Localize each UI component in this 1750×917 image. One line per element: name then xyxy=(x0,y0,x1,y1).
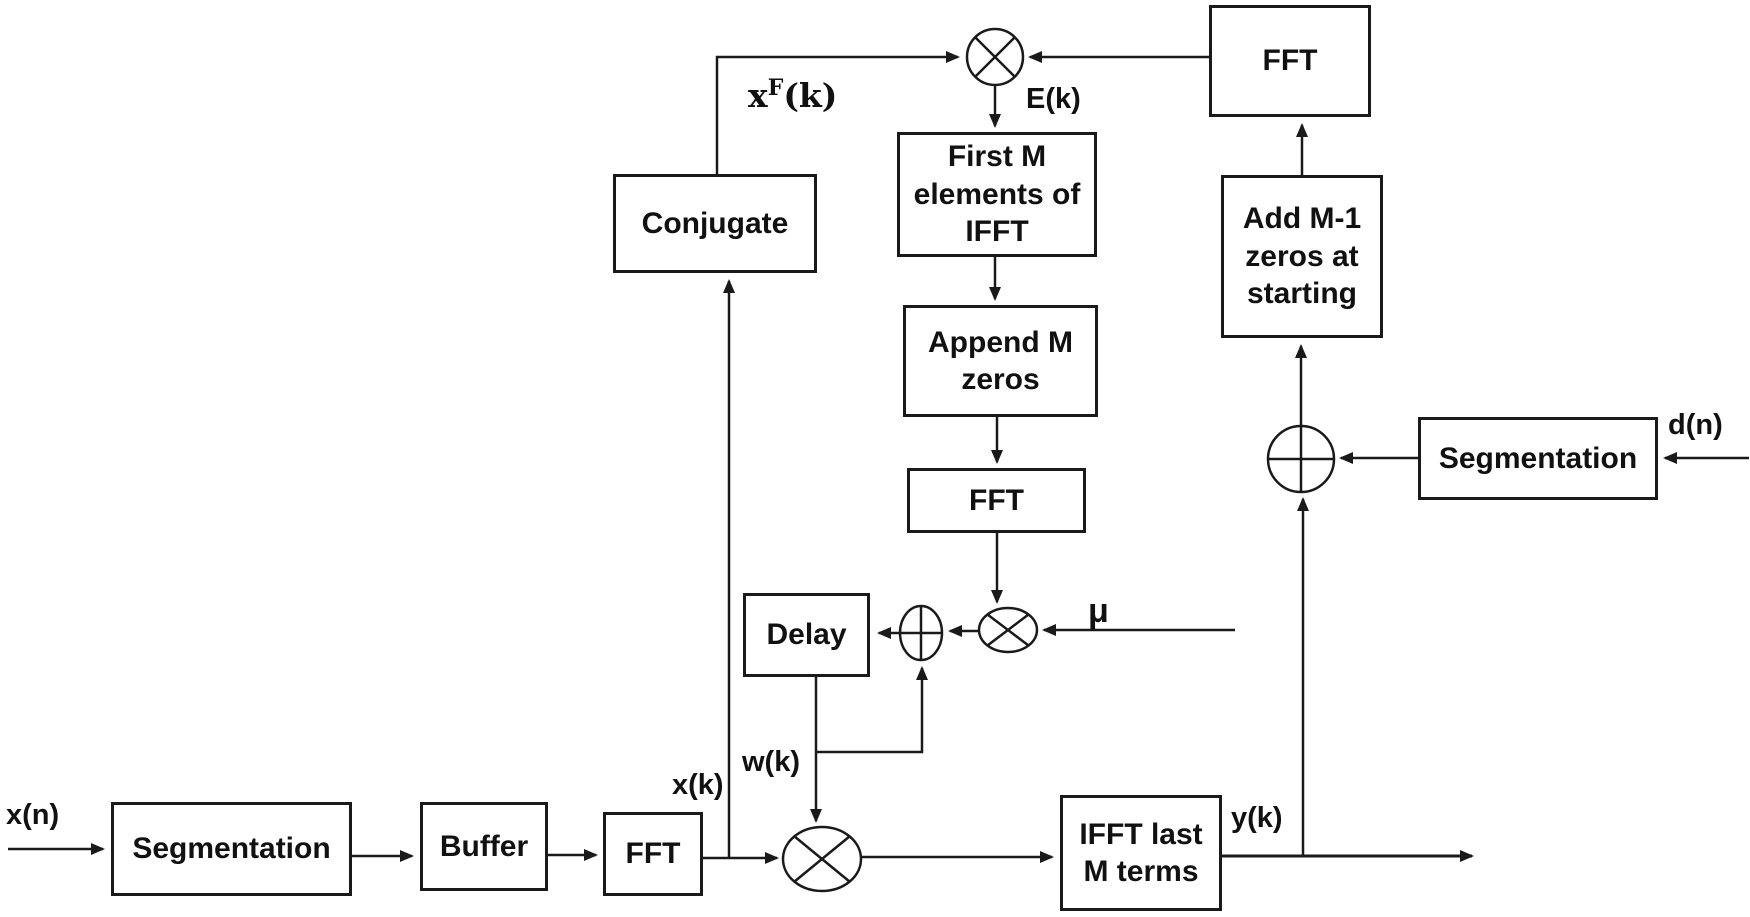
wire-conjugate-to-top-multiplier xyxy=(715,51,960,174)
block-delay: Delay xyxy=(743,593,870,677)
block-label: Append M zeros xyxy=(928,325,1073,397)
signal-label-yk: y(k) xyxy=(1231,802,1283,834)
block-label: Segmentation xyxy=(132,832,331,866)
block-fft-gradient: FFT xyxy=(907,468,1086,533)
signal-label-xn: x(n) xyxy=(6,799,60,831)
signal-label-wk: w(k) xyxy=(742,746,800,778)
signal-label-xk: x(k) xyxy=(672,769,724,801)
signal-label-ek: E(k) xyxy=(1026,83,1081,115)
block-segmentation-desired: Segmentation xyxy=(1418,417,1658,500)
filter-multiplier-icon xyxy=(781,825,863,893)
weight-update-adder-icon xyxy=(898,604,944,662)
gradient-multiplier-icon xyxy=(977,606,1039,654)
signal-label-dn: d(n) xyxy=(1668,409,1723,441)
block-add-m1-zeros: Add M-1 zeros at starting xyxy=(1221,175,1383,338)
block-label: Add M-1 zeros at starting xyxy=(1242,202,1362,311)
signal-label-xfk: xF(k) xyxy=(748,76,837,115)
block-label: Segmentation xyxy=(1438,441,1638,475)
block-label: Conjugate xyxy=(641,206,789,240)
block-label: Delay xyxy=(766,618,847,652)
block-fft-error: FFT xyxy=(1209,5,1371,117)
error-adder-icon xyxy=(1266,424,1336,494)
signal-label-mu: μ xyxy=(1088,592,1109,630)
block-label: Buffer xyxy=(439,829,529,863)
top-multiplier-icon xyxy=(965,27,1025,87)
block-label: FFT xyxy=(969,483,1024,517)
block-label: FFT xyxy=(625,837,681,871)
block-label: First M elements of IFFT xyxy=(913,140,1081,249)
block-segmentation-input: Segmentation xyxy=(111,802,352,896)
wire-wk-feedback-to-adder xyxy=(816,666,928,754)
xfk-rest: (k) xyxy=(783,76,838,115)
block-buffer: Buffer xyxy=(420,802,548,891)
block-label: IFFT last M terms xyxy=(1079,817,1203,889)
block-first-m-elements-ifft: First M elements of IFFT xyxy=(897,132,1097,257)
block-conjugate: Conjugate xyxy=(613,174,817,273)
block-ifft-last-m-terms: IFFT last M terms xyxy=(1060,795,1222,911)
xfk-superscript: F xyxy=(767,75,784,101)
xfk-base: x xyxy=(748,76,768,115)
block-fft-input: FFT xyxy=(603,812,703,896)
block-append-m-zeros: Append M zeros xyxy=(903,305,1098,417)
block-label: FFT xyxy=(1262,44,1318,78)
